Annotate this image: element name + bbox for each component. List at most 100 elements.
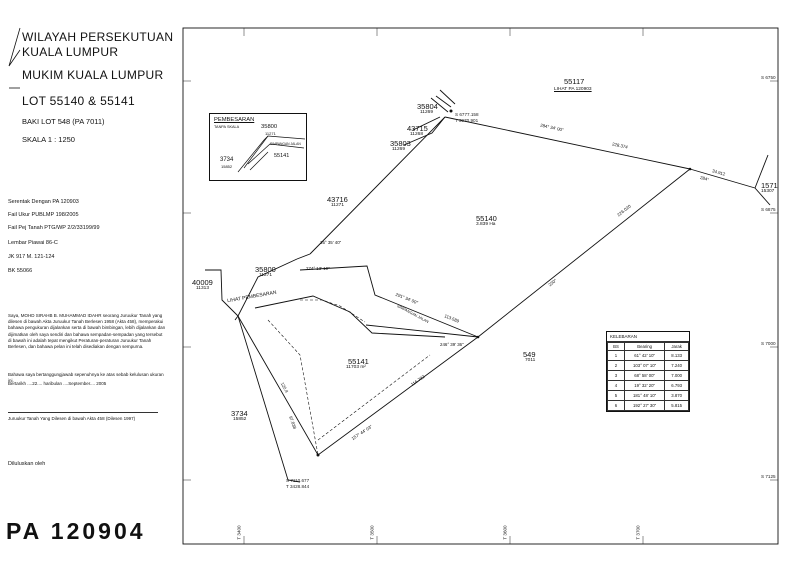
lot-35804-area: 11269 <box>420 110 433 115</box>
grid-label-right: S 6875 <box>761 207 776 212</box>
north-arrow-icon <box>8 27 21 89</box>
inset-road: SIMPANGAN JALAN <box>270 142 301 146</box>
table-cell: 3 <box>607 370 625 381</box>
boundary-north <box>444 116 691 170</box>
lot-43715: 43715 <box>407 124 428 133</box>
lot-40009: 40009 <box>192 278 213 287</box>
coord-top: S 6777.158 <box>455 112 479 117</box>
ref-serentak: Serentak Dengan PA 120903 <box>8 199 79 205</box>
inset-subtitle: TANPA SKALA <box>214 125 240 129</box>
inset-title: PEMBESARAN <box>214 117 255 123</box>
inset-lot-a-area: 11271 <box>265 131 276 136</box>
table-header: Jarak <box>664 342 689 351</box>
lot-35804: 35804 <box>417 102 438 111</box>
bearing-label: 35° 35' 40" <box>320 240 342 245</box>
coord-bottom-2: T 3428.844 <box>286 484 310 489</box>
grid-label-right: S 6750 <box>761 75 776 80</box>
ref-fail-pej: Fail Pej Tanah PTG/WP 2/2/33199/99 <box>8 225 100 231</box>
lot-1571-area: 15307 <box>761 189 775 194</box>
grid-label-bottom: T 3700 <box>635 525 641 540</box>
cert-signature: Juruukur Tanah Yang Dilesen di bawah Akt… <box>8 416 136 421</box>
ref-jk: JK 917 M. 121-124 <box>8 254 55 260</box>
lot-55141: 55141 <box>348 357 369 366</box>
header-state: WILAYAH PERSEKUTUAN <box>22 30 174 44</box>
cert-approved: Diluluskan oleh <box>8 461 46 467</box>
table-cell: 5 <box>607 390 625 401</box>
lot-55140: 55140 <box>476 214 497 223</box>
header-skala: SKALA 1 : 1250 <box>22 135 75 144</box>
lot-1571: 1571 <box>761 181 778 190</box>
table-cell: 2 <box>607 360 625 371</box>
coord-top-2: T 3970.901 <box>455 118 479 123</box>
lot-3734: 3734 <box>231 409 248 418</box>
lot-55141-area: 11703 m² <box>346 365 366 370</box>
signature-line <box>8 412 158 413</box>
table-cell: 103° 07' 10" <box>623 360 666 371</box>
lot-549: 549 <box>523 350 536 359</box>
lot-35800: 35800 <box>255 265 276 274</box>
pa-number: PA 120904 <box>6 518 146 544</box>
cert-responsibility: Bahawa saya bertanggungjawab sepenuhnya … <box>8 372 164 384</box>
table-cell: 61° 42' 10" <box>623 350 666 361</box>
header-mukim: MUKIM KUALA LUMPUR <box>22 68 164 82</box>
plan-frame <box>182 27 779 545</box>
lot-549-area: 7011 <box>525 358 536 363</box>
coord-bottom: S 7110.677 <box>286 478 310 483</box>
table-cell: 19° 32' 20" <box>623 380 666 391</box>
inset-box: PEMBESARAN TANPA SKALA 35800 11271 3734 … <box>209 113 307 181</box>
inset-lot-a: 35800 <box>261 124 278 130</box>
lot-43715-area: 11268 <box>410 132 423 137</box>
lot-35803: 35803 <box>390 139 411 148</box>
lot-35800-area: 11271 <box>259 273 272 278</box>
lot-55140-area: 3.839 Ha <box>476 222 496 227</box>
lot-55117: 55117 <box>564 77 585 86</box>
table-cell: 8.133 <box>664 350 689 361</box>
grid-label-bottom: T 3600 <box>502 525 508 540</box>
grid-label-bottom: T 3400 <box>236 525 242 540</box>
table-cell: 1 <box>607 350 625 361</box>
ref-lembar: Lembar Piawai 86-C <box>8 240 58 246</box>
table-cell: 6 <box>607 400 625 411</box>
cert-date: Bertarikh ....22.... haribulan ....Septe… <box>8 381 107 386</box>
lot-40009-area: 11313 <box>196 286 209 291</box>
lot-43716: 43716 <box>327 195 348 204</box>
ref-fail-ukur: Fail Ukur PUBLMP 198/2005 <box>8 212 79 218</box>
header-lots: LOT 55140 & 55141 <box>22 94 135 108</box>
inset-lot-b: 3734 <box>220 157 234 163</box>
header-state-2: KUALA LUMPUR <box>22 45 119 59</box>
lot-3734-area: 15852 <box>233 417 247 422</box>
boundary-east <box>477 168 691 338</box>
lot-55117-note: LIHAT PA 120903 <box>554 87 592 92</box>
grid-label-right: S 7125 <box>761 474 776 479</box>
header-baki: BAKI LOT 548 (PA 7011) <box>22 117 105 126</box>
table-header: BS <box>607 342 625 351</box>
table-cell: 68° 58' 00" <box>623 370 666 381</box>
table-cell: 7.000 <box>664 370 689 381</box>
boundary-west-upper <box>309 116 446 255</box>
bearing-label: 246° 39' 36" <box>440 342 464 347</box>
lot-43716-area: 11271 <box>331 203 344 208</box>
lot-35803-area: 11269 <box>392 147 405 152</box>
inset-lot-b-area: 15852 <box>221 164 233 169</box>
table-cell: 4 <box>607 380 625 391</box>
inset-lot-c: 55141 <box>274 153 290 159</box>
bearing-table-title: KELEBARAN <box>607 332 689 342</box>
table-cell: 7.240 <box>664 360 689 371</box>
ref-bk: BK 55066 <box>8 268 33 274</box>
grid-label-bottom: T 3500 <box>369 525 375 540</box>
cert-paragraph: Saya, MOHD SIRAHB B. MUHAMMAD IDAHR seor… <box>8 313 166 350</box>
table-cell: 192° 27' 30" <box>623 400 666 411</box>
table-header: Bearing <box>623 342 666 351</box>
table-cell: 5.815 <box>664 400 689 411</box>
grid-label-right: S 7000 <box>761 341 776 346</box>
table-cell: 6.793 <box>664 380 689 391</box>
table-cell: 3.870 <box>664 390 689 401</box>
